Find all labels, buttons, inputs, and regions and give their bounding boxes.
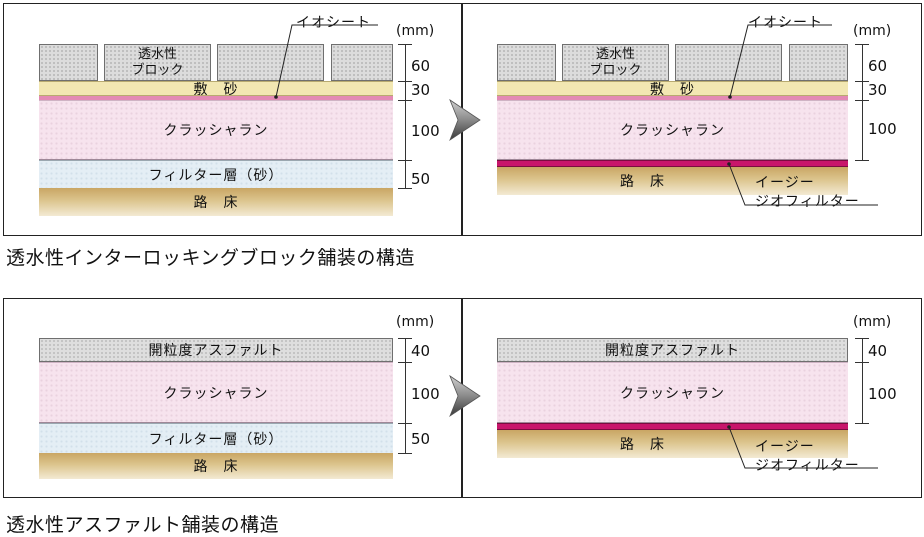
unit-label: (mm) <box>396 23 435 39</box>
thickness-sand: 30 <box>411 81 431 99</box>
thickness-crusher: 100 <box>868 120 897 138</box>
sand-label: 敷 砂 <box>193 81 239 98</box>
dimension-tick <box>855 423 869 424</box>
block-label-line2: ブロック <box>589 62 642 78</box>
bottom-caption: 透水性アスファルト舗装の構造 <box>6 514 280 536</box>
sand-layer: 敷 砂 <box>39 81 393 98</box>
paving-block: 透水性 ブロック <box>104 44 211 81</box>
top-diagram-frame <box>3 3 922 236</box>
filter-sand-label: フィルター層（砂） <box>148 431 284 448</box>
dimension-tick <box>855 338 869 339</box>
block-label-line2: ブロック <box>131 62 184 78</box>
paving-block <box>39 44 98 81</box>
dimension-tick <box>855 100 869 101</box>
thickness-block: 60 <box>411 57 431 75</box>
crusher-run-label: クラッシャラン <box>620 385 725 402</box>
filter-sand-layer: フィルター層（砂） <box>39 423 393 453</box>
subgrade-label: 路 床 <box>620 437 665 453</box>
thickness-sand: 30 <box>868 81 888 99</box>
dimension-tick <box>398 160 412 161</box>
filter-sand-label: フィルター層（砂） <box>148 167 284 184</box>
asphalt-label: 開粒度アスファルト <box>148 343 284 359</box>
dimension-line <box>862 44 863 160</box>
unit-label: (mm) <box>396 314 435 330</box>
geo-filter-sheet <box>497 160 848 167</box>
thickness-filter: 50 <box>411 430 431 448</box>
subgrade-layer: 路 床 <box>39 188 393 216</box>
block-label-line1: 透水性 <box>595 46 635 62</box>
thickness-asphalt: 40 <box>411 342 431 360</box>
dimension-tick <box>398 362 412 363</box>
paving-block <box>217 44 324 81</box>
io-sheet-callout: イオシート <box>296 15 371 31</box>
dimension-line <box>405 338 406 453</box>
asphalt-label: 開粒度アスファルト <box>605 343 740 359</box>
open-graded-asphalt-layer: 開粒度アスファルト <box>497 338 848 362</box>
thickness-filter: 50 <box>411 170 431 188</box>
dimension-line <box>405 44 406 188</box>
paving-block: 透水性 ブロック <box>562 44 669 81</box>
dimension-line <box>862 338 863 423</box>
geo-filter-callout-line2: ジオフィルター <box>755 458 860 474</box>
open-graded-asphalt-layer: 開粒度アスファルト <box>39 338 393 362</box>
thickness-asphalt: 40 <box>868 342 888 360</box>
subgrade-label: 路 床 <box>193 459 239 475</box>
top-caption: 透水性インターロッキングブロック舗装の構造 <box>6 247 415 269</box>
block-label-line1: 透水性 <box>137 46 177 62</box>
dimension-tick <box>398 100 412 101</box>
paving-block <box>675 44 782 81</box>
dimension-tick <box>398 338 412 339</box>
paving-block <box>497 44 556 81</box>
crusher-run-label: クラッシャラン <box>163 385 269 402</box>
crusher-run-label: クラッシャラン <box>620 123 725 139</box>
geo-filter-callout-line2: ジオフィルター <box>755 194 860 210</box>
transition-arrow-icon <box>449 98 481 142</box>
dimension-tick <box>855 362 869 363</box>
paving-block <box>331 44 393 81</box>
crusher-run-layer: クラッシャラン <box>39 362 393 423</box>
dimension-tick <box>855 160 869 161</box>
io-sheet-callout: イオシート <box>748 15 823 31</box>
paving-block <box>789 44 848 81</box>
dimension-tick <box>398 81 412 82</box>
thickness-crusher: 100 <box>411 385 440 403</box>
dimension-tick <box>398 188 412 189</box>
dimension-tick <box>398 453 412 454</box>
transition-arrow-icon <box>449 374 481 418</box>
thickness-crusher: 100 <box>411 122 440 140</box>
dimension-tick <box>855 81 869 82</box>
subgrade-label: 路 床 <box>193 195 239 211</box>
thickness-crusher: 100 <box>868 385 897 403</box>
geo-filter-sheet <box>497 423 848 430</box>
io-sheet <box>497 96 848 100</box>
unit-label: (mm) <box>853 314 892 330</box>
thickness-block: 60 <box>868 57 888 75</box>
bottom-diagram-frame <box>3 298 922 498</box>
subgrade-layer: 路 床 <box>39 453 393 479</box>
subgrade-label: 路 床 <box>620 174 665 190</box>
filter-sand-layer: フィルター層（砂） <box>39 160 393 188</box>
geo-filter-callout-line1: イージー <box>755 175 815 191</box>
crusher-run-layer: クラッシャラン <box>497 362 848 423</box>
geo-filter-callout-line1: イージー <box>755 439 815 455</box>
dimension-tick <box>855 44 869 45</box>
dimension-tick <box>398 423 412 424</box>
crusher-run-label: クラッシャラン <box>163 123 269 139</box>
io-sheet <box>39 96 393 100</box>
sand-layer: 敷 砂 <box>497 81 848 98</box>
dimension-tick <box>398 44 412 45</box>
crusher-run-layer: クラッシャラン <box>497 100 848 160</box>
crusher-run-layer: クラッシャラン <box>39 100 393 160</box>
unit-label: (mm) <box>853 23 892 39</box>
sand-label: 敷 砂 <box>650 81 695 98</box>
